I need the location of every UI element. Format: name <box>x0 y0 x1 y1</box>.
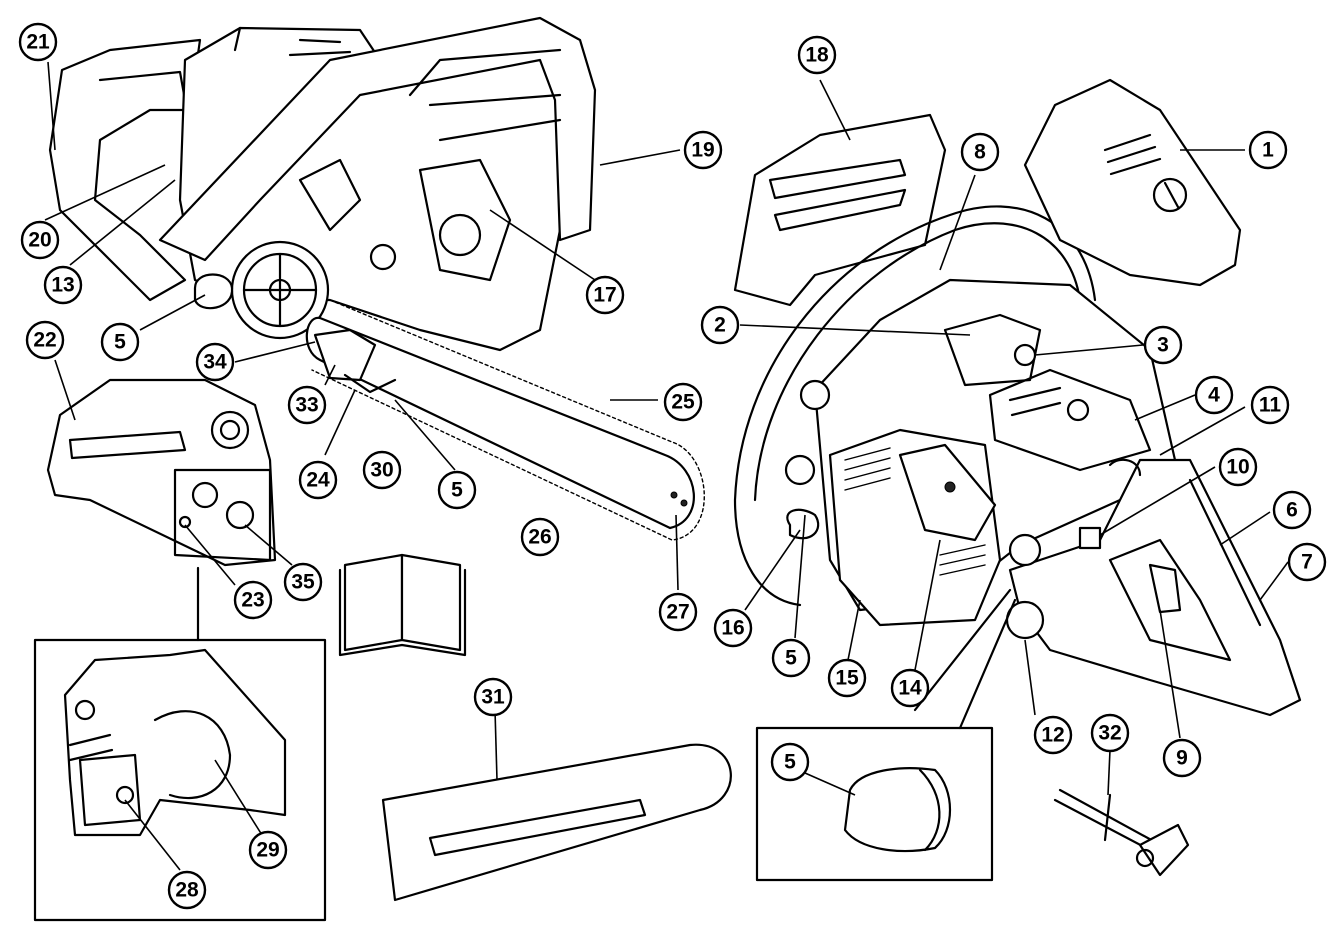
callout-label: 9 <box>1176 747 1188 770</box>
callout-9: 9 <box>1162 738 1202 778</box>
bar-cover-scabbard <box>381 743 732 902</box>
callout-11: 11 <box>1250 385 1290 425</box>
callout-30: 30 <box>362 450 402 490</box>
callout-15: 15 <box>827 658 867 698</box>
callout-label: 1 <box>1262 139 1274 162</box>
callout-label: 4 <box>1208 384 1220 407</box>
callout-label: 3 <box>1157 334 1169 357</box>
callout-18: 18 <box>797 35 837 75</box>
callout-32: 32 <box>1090 713 1130 753</box>
callout-26: 26 <box>520 517 560 557</box>
callout-14: 14 <box>890 668 930 708</box>
callout-22: 22 <box>25 320 65 360</box>
callout-4: 4 <box>1194 375 1234 415</box>
callout-label: 5 <box>451 479 463 502</box>
callout-label: 22 <box>33 329 56 352</box>
callout-24: 24 <box>298 460 338 500</box>
callout-25: 25 <box>663 382 703 422</box>
callout-label: 18 <box>805 44 829 67</box>
chainsaw-right-view <box>733 113 1302 717</box>
callout-1: 1 <box>1248 130 1288 170</box>
combination-wrench-tool <box>1053 788 1190 877</box>
callout-label: 10 <box>1226 456 1249 479</box>
instruction-manual-icon <box>338 553 467 657</box>
callout-28: 28 <box>167 870 207 910</box>
callout-6: 6 <box>1272 490 1312 530</box>
callout-20: 20 <box>20 220 60 260</box>
callout-23: 23 <box>233 580 273 620</box>
callout-label: 12 <box>1041 724 1064 747</box>
callout-label: 23 <box>241 589 264 612</box>
callout-5: 5 <box>771 638 811 678</box>
callout-label: 14 <box>898 677 922 700</box>
callout-label: 26 <box>528 526 551 549</box>
callout-label: 30 <box>370 459 393 482</box>
callout-label: 15 <box>835 667 859 690</box>
callout-7: 7 <box>1287 542 1327 582</box>
callout-19: 19 <box>683 130 723 170</box>
callout-3: 3 <box>1143 325 1183 365</box>
callout-label: 32 <box>1098 722 1121 745</box>
callout-label: 2 <box>714 314 726 337</box>
inset-sprocket-cover-detail <box>33 566 327 922</box>
callout-12: 12 <box>1033 715 1073 755</box>
callout-label: 6 <box>1286 499 1298 522</box>
callout-label: 34 <box>203 351 227 374</box>
callout-31: 31 <box>473 677 513 717</box>
callout-16: 16 <box>713 608 753 648</box>
sprocket-cover <box>46 378 277 567</box>
callout-label: 19 <box>691 139 714 162</box>
callout-label: 24 <box>306 469 330 492</box>
callout-33: 33 <box>287 385 327 425</box>
callout-label: 21 <box>26 31 50 54</box>
callout-27: 27 <box>658 592 698 632</box>
callout-label: 17 <box>593 284 616 307</box>
callout-label: 25 <box>671 391 695 414</box>
top-cover <box>1023 78 1242 287</box>
callout-8: 8 <box>960 132 1000 172</box>
callout-label: 5 <box>114 331 126 354</box>
callout-label: 33 <box>295 394 318 417</box>
callout-5: 5 <box>100 322 140 362</box>
callout-label: 13 <box>51 274 74 297</box>
callout-13: 13 <box>43 265 83 305</box>
callout-34: 34 <box>195 342 235 382</box>
callout-label: 31 <box>481 686 505 709</box>
callout-label: 7 <box>1301 551 1313 574</box>
callout-label: 27 <box>666 601 689 624</box>
chainsaw-left-view <box>48 16 705 541</box>
callout-label: 5 <box>785 647 797 670</box>
callout-2: 2 <box>700 305 740 345</box>
callout-label: 35 <box>291 571 315 594</box>
leader-lines <box>44 61 1289 871</box>
callout-35: 35 <box>283 562 323 602</box>
callout-label: 16 <box>721 617 744 640</box>
callout-label: 8 <box>974 141 986 164</box>
callout-29: 29 <box>248 830 288 870</box>
callout-10: 10 <box>1218 447 1258 487</box>
callout-5: 5 <box>770 742 810 782</box>
callout-5: 5 <box>437 470 477 510</box>
callout-label: 20 <box>28 229 51 252</box>
callout-21: 21 <box>18 22 58 62</box>
callout-label: 5 <box>784 751 796 774</box>
callout-label: 28 <box>175 879 199 902</box>
callout-label: 29 <box>256 839 279 862</box>
inset-knob-detail <box>755 588 1017 882</box>
callout-17: 17 <box>585 275 625 315</box>
callout-label: 11 <box>1259 394 1282 417</box>
